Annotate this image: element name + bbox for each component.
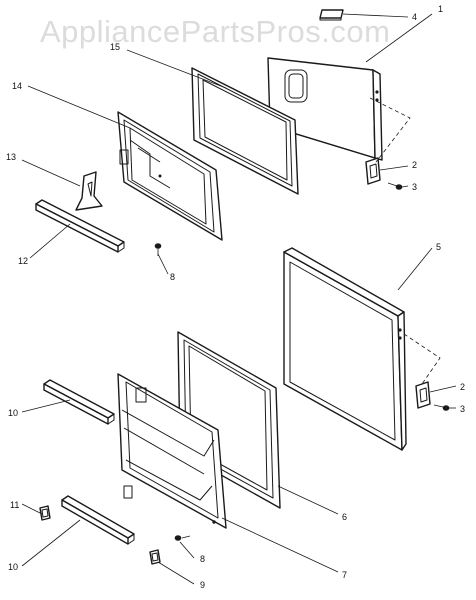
part-15-freezer-gasket (191, 67, 299, 195)
callout-4: 4 (412, 12, 417, 22)
callout-7: 7 (342, 570, 347, 580)
callout-2-upper: 2 (412, 160, 417, 170)
callout-5: 5 (436, 242, 441, 252)
part-14-freezer-liner (117, 111, 223, 241)
part-9-block (149, 549, 161, 565)
part-2-hinge-upper (365, 157, 381, 185)
callout-3-lower: 3 (460, 404, 465, 414)
callout-11: 11 (10, 500, 19, 510)
leader-lines (21, 13, 457, 585)
part-3-screw-lower (433, 404, 450, 411)
upper-alignment-line (369, 97, 411, 163)
callout-14: 14 (12, 81, 22, 91)
callout-2-lower: 2 (460, 382, 465, 392)
part-13-bracket (75, 171, 103, 211)
callout-12: 12 (18, 256, 28, 266)
callout-8-lower: 8 (200, 554, 205, 564)
part-10-bar-upper (43, 379, 115, 425)
callout-1: 1 (438, 4, 443, 14)
lower-alignment-line (403, 333, 441, 385)
part-12-bar (35, 199, 125, 253)
callout-9: 9 (200, 580, 205, 590)
callout-8-upper: 8 (170, 272, 175, 282)
callout-3-upper: 3 (412, 182, 417, 192)
part-4-pad (319, 9, 344, 21)
part-10-bar-lower (61, 495, 135, 545)
callout-13: 13 (6, 152, 16, 162)
part-3-screw-upper (387, 182, 403, 190)
part-2-hinge-lower (415, 381, 431, 409)
callout-10-upper: 10 (8, 408, 18, 418)
part-5-fresh-food-door (283, 247, 407, 451)
callout-10-lower: 10 (8, 562, 18, 572)
part-8-screw-lower (174, 535, 191, 541)
part-7-fresh-food-liner (117, 373, 227, 529)
part-11-clip (39, 505, 51, 521)
callout-labels: 1 4 15 14 13 12 2 3 8 5 2 3 6 7 10 11 10… (6, 4, 465, 590)
callout-15: 15 (110, 42, 120, 52)
callout-6: 6 (342, 512, 347, 522)
